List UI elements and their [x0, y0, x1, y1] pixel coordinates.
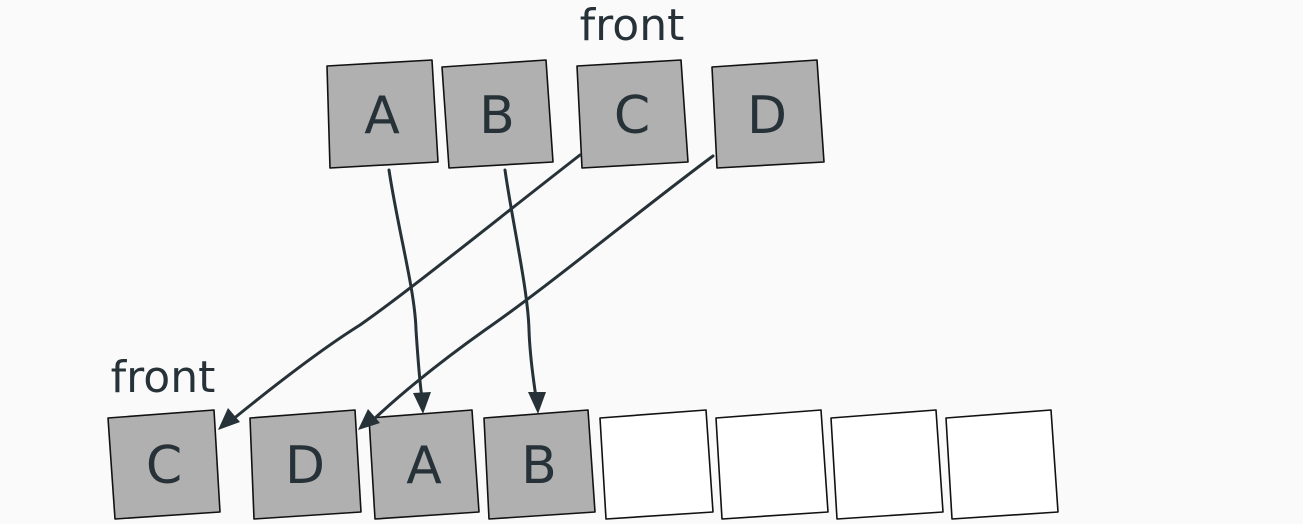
top-cell-b-box	[441, 59, 554, 169]
top-cell-a-box	[326, 59, 439, 169]
bottom-cell-8	[945, 409, 1059, 520]
arrow-d-head	[358, 409, 380, 430]
arrow-b-line	[503, 168, 538, 400]
arrow-c-line	[230, 153, 582, 422]
bottom-cell-4: B	[483, 409, 596, 520]
bottom-cell-4-box	[483, 409, 596, 520]
top-cell-d-label: D	[747, 86, 787, 146]
arrow-c	[218, 153, 582, 430]
bottom-cell-1: C	[107, 409, 221, 520]
arrow-a-head	[413, 392, 431, 414]
top-queue: front A B C D	[326, 0, 825, 169]
arrow-d-line	[371, 154, 715, 422]
top-front-label: front	[580, 0, 685, 51]
bottom-cell-4-label: B	[521, 436, 557, 496]
bottom-cell-7-box	[830, 409, 944, 520]
bottom-queue: front C D A B	[107, 352, 1059, 520]
arrow-a	[387, 168, 431, 414]
bottom-cell-5	[599, 409, 714, 520]
top-cell-c: C	[576, 59, 689, 169]
bottom-cell-6	[715, 409, 829, 520]
bottom-front-label: front	[111, 352, 216, 403]
bottom-cell-1-box	[107, 409, 221, 520]
bottom-cell-2: D	[249, 409, 362, 520]
top-cell-d: D	[711, 59, 825, 169]
bottom-cell-8-box	[945, 409, 1059, 520]
bottom-cell-2-box	[249, 409, 362, 520]
arrow-b	[503, 168, 546, 414]
bottom-cell-1-label: C	[146, 436, 182, 496]
bottom-cell-3-label: A	[406, 436, 442, 496]
top-cell-a: A	[326, 59, 439, 169]
top-cell-c-box	[576, 59, 689, 169]
bottom-cell-7	[830, 409, 944, 520]
top-cell-b-label: B	[479, 86, 515, 146]
bottom-cell-3-box	[368, 409, 480, 520]
bottom-cell-6-box	[715, 409, 829, 520]
arrow-c-head	[218, 408, 240, 430]
bottom-cell-5-box	[599, 409, 714, 520]
bottom-cell-2-label: D	[285, 436, 325, 496]
top-cell-b: B	[441, 59, 554, 169]
copy-arrows	[218, 153, 715, 430]
top-cell-d-box	[711, 59, 825, 169]
top-cell-c-label: C	[614, 86, 650, 146]
top-cell-a-label: A	[364, 86, 400, 146]
bottom-cell-3: A	[368, 409, 480, 520]
arrow-d	[358, 154, 715, 430]
arrow-b-head	[528, 392, 546, 414]
